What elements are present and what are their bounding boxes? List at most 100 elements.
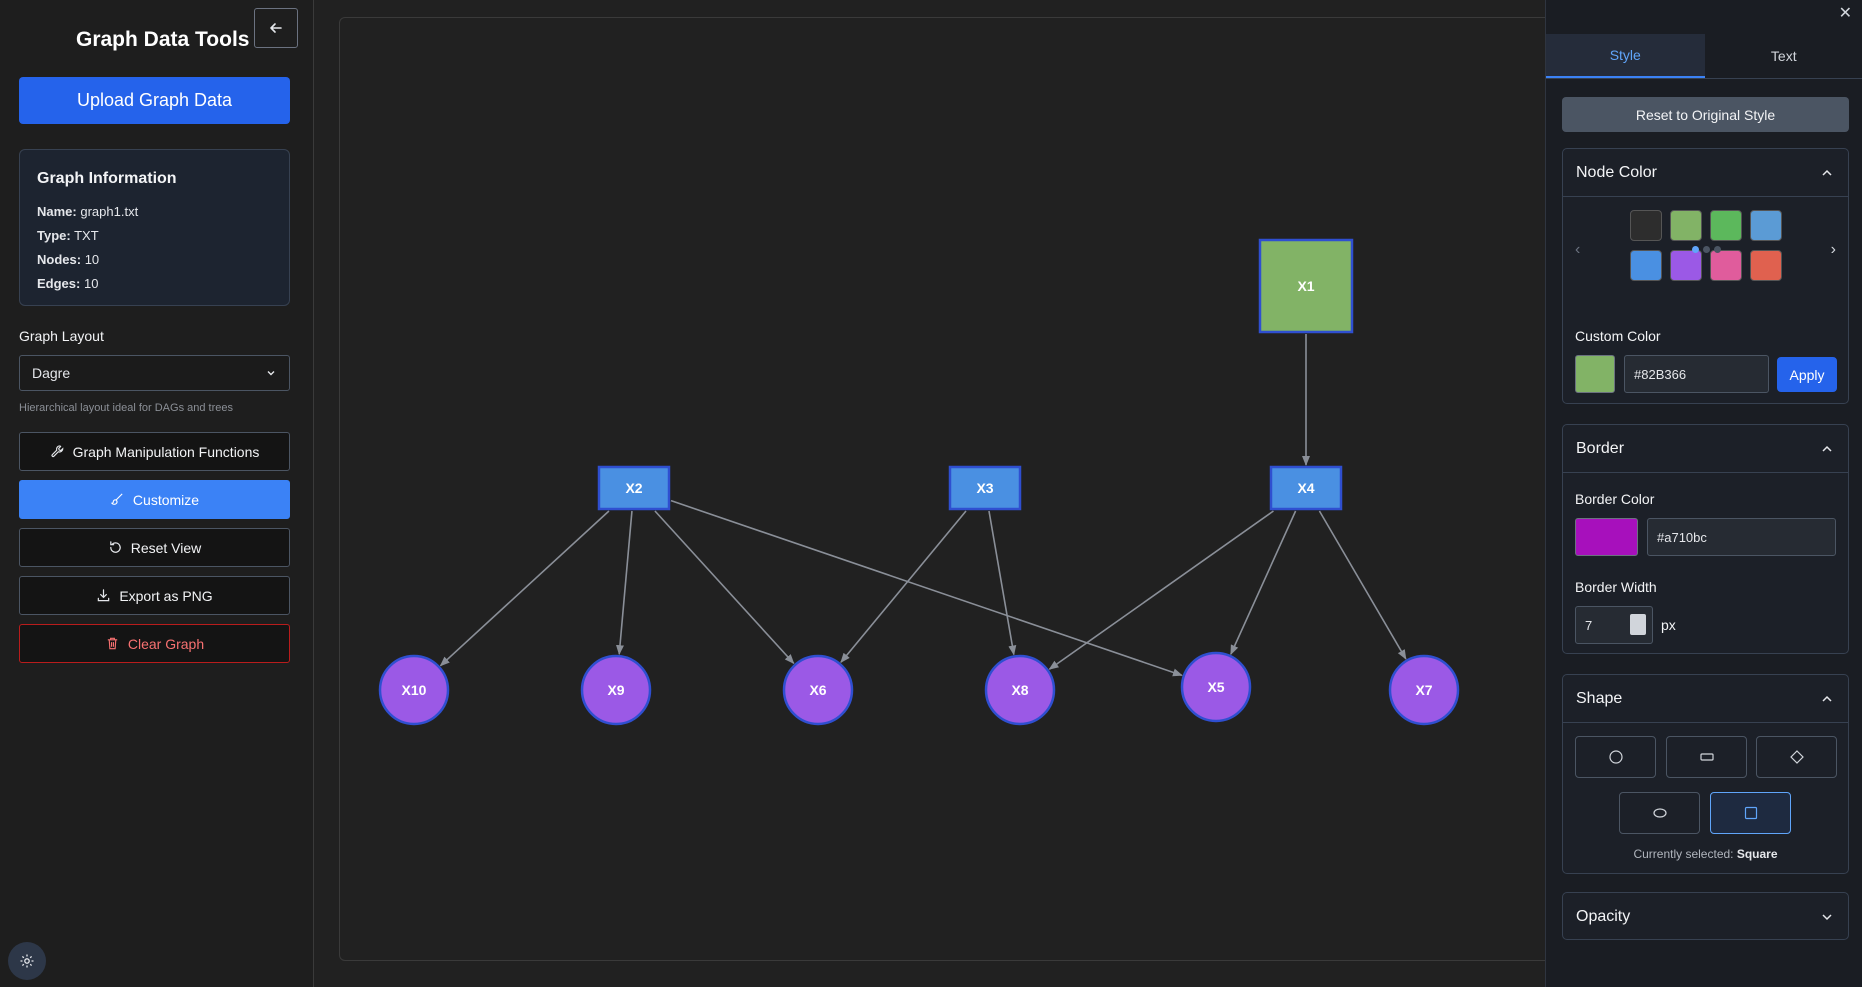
shape-diamond-button[interactable] — [1756, 736, 1837, 778]
color-swatch[interactable] — [1670, 210, 1702, 241]
graph-manipulation-button[interactable]: Graph Manipulation Functions — [19, 432, 290, 471]
border-color-swatch[interactable] — [1575, 518, 1638, 556]
node-color-header[interactable]: Node Color — [1563, 149, 1848, 197]
graph-edge[interactable] — [654, 510, 795, 665]
graph-node-shape[interactable] — [1180, 651, 1252, 723]
shape-ellipse-button[interactable] — [1619, 792, 1700, 834]
graph-node-shape[interactable] — [580, 654, 652, 726]
border-title: Border — [1576, 439, 1625, 457]
graph-node[interactable]: X9 — [580, 654, 652, 726]
graph-node-label: X1 — [1297, 278, 1314, 294]
opacity-header[interactable]: Opacity — [1563, 893, 1848, 941]
node-color-section: Node Color ‹ › Custom Color #82B366 Appl… — [1562, 148, 1849, 404]
wrench-icon — [51, 445, 63, 458]
graph-node-shape[interactable] — [597, 465, 671, 511]
swatch-page-dot[interactable] — [1714, 246, 1721, 253]
sidebar: Graph Data Tools Upload Graph Data Graph… — [0, 0, 314, 987]
graph-node-shape[interactable] — [1258, 238, 1354, 334]
custom-color-input[interactable]: #82B366 — [1624, 355, 1769, 393]
graph-node[interactable]: X5 — [1180, 651, 1252, 723]
border-width-unit: px — [1661, 617, 1676, 633]
graph-node[interactable]: X3 — [948, 465, 1022, 511]
shape-selected-text: Currently selected: Square — [1563, 847, 1848, 861]
custom-color-swatch[interactable] — [1575, 355, 1615, 393]
circle-icon — [1608, 750, 1623, 764]
tab-style[interactable]: Style — [1546, 34, 1705, 78]
swatch-page-dot[interactable] — [1692, 246, 1699, 253]
customize-button[interactable]: Customize — [19, 480, 290, 519]
color-swatch[interactable] — [1750, 210, 1782, 241]
graph-node[interactable]: X10 — [378, 654, 450, 726]
shape-rectangle-button[interactable] — [1666, 736, 1747, 778]
graph-node[interactable]: X1 — [1258, 238, 1354, 334]
upload-graph-data-button[interactable]: Upload Graph Data — [19, 77, 290, 124]
graph-node-label: X9 — [607, 682, 624, 698]
graph-node-shape[interactable] — [782, 654, 854, 726]
info-nodes-row: Nodes: 10 — [37, 252, 100, 267]
color-swatch[interactable] — [1630, 210, 1662, 241]
graph-node-shape[interactable] — [1388, 654, 1460, 726]
border-color-input[interactable]: #a710bc — [1647, 518, 1836, 556]
graph-node-label: X4 — [1297, 480, 1314, 496]
swatch-prev-icon[interactable]: ‹ — [1575, 241, 1581, 258]
shape-circle-button[interactable] — [1575, 736, 1656, 778]
color-swatch[interactable] — [1630, 250, 1662, 281]
graph-edge[interactable] — [1318, 510, 1407, 660]
brush-icon — [110, 493, 123, 505]
graph-node-shape[interactable] — [378, 654, 450, 726]
graph-node[interactable]: X8 — [984, 654, 1056, 726]
settings-button[interactable] — [8, 942, 46, 980]
graph-node-shape[interactable] — [984, 654, 1056, 726]
graph-node-label: X3 — [976, 480, 993, 496]
collapse-sidebar-button[interactable] — [254, 8, 298, 48]
clear-graph-button[interactable]: Clear Graph — [19, 624, 290, 663]
chevron-up-icon — [1822, 695, 1832, 702]
swatch-page-dot[interactable] — [1703, 246, 1710, 253]
graph-node-shape[interactable] — [1269, 465, 1343, 511]
apply-color-button[interactable]: Apply — [1777, 357, 1837, 392]
shape-square-button[interactable] — [1710, 792, 1791, 834]
graph-node[interactable]: X6 — [782, 654, 854, 726]
graph-layout-select[interactable]: Dagre — [19, 355, 290, 391]
arrow-left-icon — [270, 23, 282, 33]
graph-node[interactable]: X4 — [1269, 465, 1343, 511]
border-width-stepper[interactable] — [1630, 614, 1646, 635]
clear-graph-label: Clear Graph — [127, 635, 205, 652]
chevron-down-icon — [1822, 914, 1832, 921]
graph-edge[interactable] — [1048, 510, 1274, 670]
graph-node[interactable]: X2 — [597, 465, 671, 511]
diamond-icon — [1789, 750, 1804, 764]
reset-original-style-button[interactable]: Reset to Original Style — [1562, 97, 1849, 132]
sidebar-title: Graph Data Tools — [76, 28, 250, 51]
graph-information-heading: Graph Information — [37, 170, 177, 187]
graph-edge[interactable] — [988, 510, 1017, 656]
swatch-next-icon[interactable]: › — [1830, 241, 1836, 258]
reset-view-button[interactable]: Reset View — [19, 528, 290, 567]
border-width-label: Border Width — [1575, 579, 1657, 595]
close-panel-icon[interactable]: ✕ — [1838, 5, 1852, 22]
tab-text[interactable]: Text — [1770, 48, 1797, 64]
color-swatch[interactable] — [1750, 250, 1782, 281]
graph-edge[interactable] — [670, 499, 1183, 677]
border-header[interactable]: Border — [1563, 425, 1848, 473]
border-width-input[interactable]: 7 — [1575, 606, 1653, 644]
graph-node[interactable]: X7 — [1388, 654, 1460, 726]
graph-edge[interactable] — [840, 510, 967, 664]
download-icon — [98, 589, 110, 602]
shape-selected-value: Square — [1736, 847, 1778, 861]
graph-node-label: X5 — [1207, 679, 1224, 695]
graph-edge[interactable] — [439, 510, 610, 667]
border-section: Border Border Color #a710bc Border Width… — [1562, 424, 1849, 654]
shape-header[interactable]: Shape — [1563, 675, 1848, 723]
border-color-label: Border Color — [1575, 491, 1655, 507]
export-png-button[interactable]: Export as PNG — [19, 576, 290, 615]
color-swatch[interactable] — [1710, 250, 1742, 281]
graph-edge[interactable] — [616, 510, 633, 656]
color-swatch[interactable] — [1710, 210, 1742, 241]
graph-node-shape[interactable] — [948, 465, 1022, 511]
customize-panel: ✕ Style Text Reset to Original Style Nod… — [1545, 0, 1862, 987]
graph-edge[interactable] — [1230, 510, 1297, 656]
color-swatch[interactable] — [1670, 250, 1702, 281]
swatch-page-dots — [1692, 246, 1721, 253]
